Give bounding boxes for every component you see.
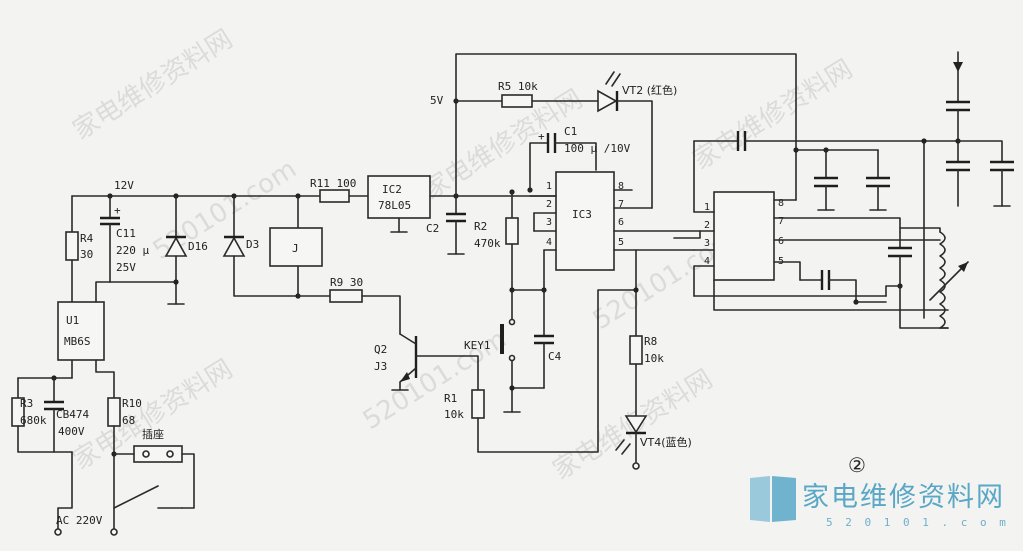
- resistor-r3: R3 680k: [11, 375, 73, 453]
- label-ic2-part: 78L05: [378, 199, 411, 212]
- label-ic2: IC2: [382, 183, 402, 196]
- ic3-pin-label: 2: [546, 199, 552, 210]
- label-r9: R9 30: [330, 276, 363, 289]
- plus-sign: +: [538, 130, 545, 143]
- label-socket: 插座: [142, 427, 164, 441]
- label-cb474: CB474: [56, 408, 89, 421]
- resistor-r5: R5 10k: [498, 80, 599, 108]
- label-r11: R11 100: [310, 177, 356, 190]
- inductor-variable: [899, 227, 969, 329]
- label-ac-220v: AC 220V: [56, 514, 103, 527]
- label-q2-part: J3: [374, 360, 387, 373]
- rail-12v: 12V: [71, 179, 369, 199]
- watermark-text: 家电维修资料网: [688, 54, 858, 176]
- resistor-r1: R1 10k: [444, 289, 637, 453]
- resistor-r10: R10 68: [107, 397, 142, 457]
- label-vt4: VT4(蓝色): [640, 435, 692, 449]
- transistor-q2: Q2 J3: [374, 333, 479, 391]
- label-r10-value: 68: [122, 414, 135, 427]
- ic3-pin-label: 7: [618, 199, 624, 210]
- book-icon: [772, 476, 796, 522]
- label-key1: KEY1: [464, 339, 491, 352]
- ic-right-pin-label: 4: [704, 256, 710, 267]
- ic-right-pin-label: 6: [778, 236, 784, 247]
- label-r2-value: 470k: [474, 237, 501, 250]
- capacitor-c4: C4: [534, 289, 562, 389]
- label-r3-value: 680k: [20, 414, 47, 427]
- capacitor-c2: C2: [426, 212, 466, 255]
- label-r4-value: 30: [80, 248, 93, 261]
- ic3-pin-label: 8: [618, 181, 624, 192]
- capacitor-c1: + C1 100 µ /10V: [529, 125, 631, 191]
- ic3-pin-label: 3: [546, 217, 552, 228]
- label-cb474-volt: 400V: [58, 425, 85, 438]
- label-12v: 12V: [114, 179, 134, 192]
- capacitor-c11: + C11 220 µ 25V: [100, 195, 149, 283]
- ic3-pin-label: 4: [546, 237, 552, 248]
- brand-name: 家电维修资料网: [802, 482, 1005, 513]
- led-vt4: VT4(蓝色): [615, 415, 692, 470]
- brand-url: 5 2 0 1 0 1 . c o m: [826, 516, 1009, 529]
- ic-right-pin-label: 8: [778, 198, 784, 209]
- label-relay: J: [292, 242, 299, 255]
- label-r1-value: 10k: [444, 408, 464, 421]
- watermark-text: 家电维修资料网: [68, 24, 238, 146]
- ac-input: AC 220V: [54, 451, 183, 536]
- label-u1: U1: [66, 314, 79, 327]
- label-r5: R5 10k: [498, 80, 538, 93]
- resistor-r4: R4 30: [65, 195, 94, 303]
- ic3-pin-label: 1: [546, 181, 552, 192]
- label-c1: C1: [564, 125, 577, 138]
- regulator-ic2: IC2 78L05: [367, 175, 557, 233]
- switch-key1: KEY1: [464, 289, 545, 413]
- label-u1-part: MB6S: [64, 335, 91, 348]
- ic-right: 1 2 3 4 8 7 6 5: [673, 131, 959, 311]
- label-r2: R2: [474, 220, 487, 233]
- label-c4: C4: [548, 350, 562, 363]
- ic-right-pin-label: 1: [704, 202, 710, 213]
- label-r1: R1: [444, 392, 457, 405]
- resistor-r9: R9 30: [297, 276, 401, 335]
- led-vt2: VT2 (红色): [597, 71, 677, 209]
- relay-j: J: [269, 195, 323, 299]
- label-5v: 5V: [430, 94, 444, 107]
- label-r8: R8: [644, 335, 657, 348]
- ic3-pin-label: 6: [618, 217, 624, 228]
- socket: 插座: [113, 427, 195, 509]
- rail-5v: 5V: [430, 53, 797, 215]
- label-c11-volt: 25V: [116, 261, 136, 274]
- ic-right-pin-label: 7: [778, 216, 784, 227]
- book-icon: [750, 476, 770, 522]
- label-r4: R4: [80, 232, 94, 245]
- label-c11: C11: [116, 227, 136, 240]
- capacitor-bank-right: [793, 51, 1014, 329]
- diode-d16: D16: [109, 195, 208, 305]
- label-c1-value: 100 µ /10V: [564, 142, 631, 155]
- bridge-u1: U1 MB6S: [57, 281, 115, 399]
- resistor-r2: R2 470k: [474, 191, 547, 293]
- label-r8-value: 10k: [644, 352, 664, 365]
- label-q2: Q2: [374, 343, 387, 356]
- label-r3: R3: [20, 397, 33, 410]
- resistor-r11: R11 100: [310, 177, 356, 203]
- resistor-r8: R8 10k: [629, 249, 664, 417]
- label-r10: R10: [122, 397, 142, 410]
- label-c11-value: 220 µ: [116, 244, 149, 257]
- label-d16: D16: [188, 240, 208, 253]
- label-d3: D3: [246, 238, 259, 251]
- label-c2: C2: [426, 222, 439, 235]
- ic3-pin-label: 5: [618, 237, 624, 248]
- diode-d3: D3: [222, 195, 299, 297]
- label-ic3: IC3: [572, 208, 592, 221]
- plus-sign: +: [114, 204, 121, 217]
- ic-ic3: IC3 1 2 3 4 8 7 6 5: [529, 171, 701, 291]
- brand-logo: 家电维修资料网 5 2 0 1 0 1 . c o m: [750, 476, 1009, 529]
- capacitor-cb474: CB474 400V: [44, 377, 89, 453]
- ic-right-pin-label: 2: [704, 220, 710, 231]
- label-vt2: VT2 (红色): [622, 83, 677, 97]
- figure-number: ②: [848, 453, 866, 477]
- ic-right-pin-label: 3: [704, 238, 710, 249]
